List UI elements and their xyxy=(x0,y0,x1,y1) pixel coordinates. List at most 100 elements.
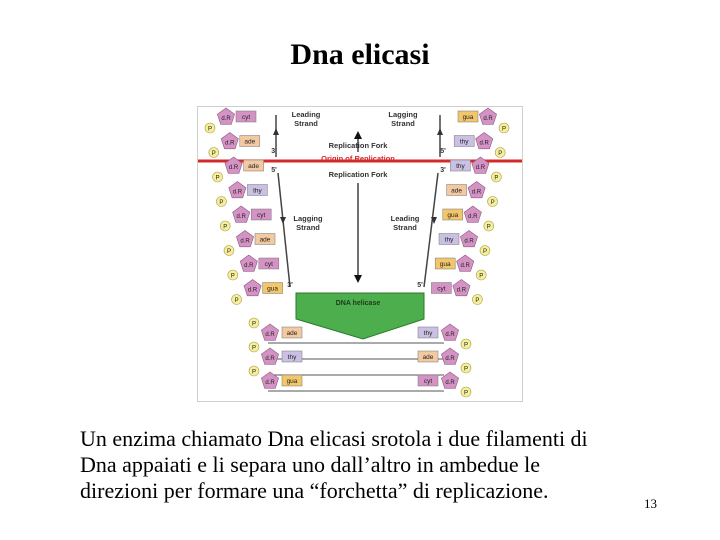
strand-line xyxy=(277,172,291,288)
deoxyribose-icon xyxy=(261,323,279,341)
base-label: thy xyxy=(456,163,465,170)
right-nucleotide: gua d.R P xyxy=(442,205,495,232)
strand-end-label: 3' xyxy=(440,167,446,174)
deoxyribose-icon xyxy=(471,156,490,174)
base-label: ade xyxy=(260,237,271,244)
phosphate-icon xyxy=(475,269,487,281)
base-cyt-icon xyxy=(250,208,272,221)
base-label: ade xyxy=(248,163,259,170)
phosphate-label: P xyxy=(252,370,256,376)
base-label: ade xyxy=(244,139,255,146)
phosphate-icon xyxy=(460,386,472,398)
strand-end-label: 5' xyxy=(417,282,423,289)
phosphate-icon xyxy=(219,220,231,232)
slide-title: Dna elicasi xyxy=(290,38,430,71)
sugar-label: d.R xyxy=(248,288,258,294)
base-cyt-icon xyxy=(258,257,280,270)
deoxyribose-icon xyxy=(460,230,478,248)
sugar-label: d.R xyxy=(265,332,275,338)
phosphate-icon xyxy=(491,171,502,183)
base-ade-icon xyxy=(243,159,264,172)
sugar-label: d.R xyxy=(221,116,231,122)
leading-strand-bottom-label: Strand xyxy=(393,223,417,232)
leading-strand-top-label: Leading xyxy=(292,110,321,119)
base-cyt-icon xyxy=(235,110,257,123)
phosphate-icon xyxy=(223,245,235,256)
origin-of-replication-label: Origin of Replication xyxy=(321,154,395,163)
dna-helicase-enzyme xyxy=(295,292,425,340)
deoxyribose-icon xyxy=(261,371,279,389)
sugar-label: d.R xyxy=(233,190,243,196)
strand-direction-arrow xyxy=(280,217,286,224)
deoxyribose-icon xyxy=(456,254,475,272)
sugar-label: d.R xyxy=(445,332,455,338)
phosphate-icon xyxy=(460,338,472,350)
base-gua-icon xyxy=(281,374,303,387)
base-cyt-icon xyxy=(417,374,439,387)
base-label: gua xyxy=(267,286,278,293)
deoxyribose-icon xyxy=(243,279,262,297)
phosphate-icon xyxy=(212,171,223,183)
replication-fork-top-label: Replication Fork xyxy=(329,141,389,150)
phosphate-icon xyxy=(204,122,216,134)
phosphate-label: P xyxy=(479,274,483,280)
sugar-label: d.R xyxy=(445,380,455,386)
phosphate-label: P xyxy=(494,176,498,182)
dna-helicase-label: DNA helicase xyxy=(336,300,381,307)
phosphate-label: P xyxy=(208,127,212,133)
base-gua-icon xyxy=(434,257,456,270)
phosphate-icon xyxy=(472,294,483,305)
sugar-label: d.R xyxy=(464,239,474,245)
leading-strand-top-label: Strand xyxy=(294,119,318,128)
base-label: cyt xyxy=(257,212,266,219)
deoxyribose-icon xyxy=(475,132,494,150)
base-ade-icon xyxy=(254,233,276,245)
phosphate-icon xyxy=(216,196,227,207)
phosphate-label: P xyxy=(483,249,487,255)
sugar-label: d.R xyxy=(476,165,486,171)
base-thy-icon xyxy=(438,233,460,245)
sugar-label: d.R xyxy=(237,214,247,220)
phosphate-icon xyxy=(494,147,506,158)
base-label: cyt xyxy=(265,261,274,268)
phosphate-label: P xyxy=(502,127,506,133)
fork-arrow-down-head xyxy=(354,275,362,283)
base-thy-icon xyxy=(281,350,303,363)
sugar-label: d.R xyxy=(229,165,239,171)
base-label: cyt xyxy=(437,286,446,293)
sugar-label: d.R xyxy=(468,214,478,220)
deoxyribose-icon xyxy=(261,347,279,365)
phosphate-icon xyxy=(460,362,472,374)
lagging-strand-top-label: Lagging xyxy=(388,110,418,119)
sugar-label: d.R xyxy=(472,190,482,196)
base-label: ade xyxy=(423,354,434,361)
phosphate-label: P xyxy=(464,367,468,373)
phosphate-label: P xyxy=(487,225,491,231)
page-number: 13 xyxy=(644,496,657,511)
base-cyt-icon xyxy=(431,282,452,294)
phosphate-label: P xyxy=(227,249,231,255)
leading-strand-bottom-label: Leading xyxy=(391,214,420,223)
deoxyribose-icon xyxy=(232,205,251,223)
base-label: gua xyxy=(447,212,458,219)
deoxyribose-icon xyxy=(441,323,459,341)
sugar-label: d.R xyxy=(265,356,275,362)
lagging-strand-bottom-label: Lagging xyxy=(293,214,323,223)
phosphate-icon xyxy=(248,317,260,329)
sugar-label: d.R xyxy=(457,288,467,294)
strand-direction-arrow xyxy=(437,128,443,135)
sugar-label: d.R xyxy=(265,380,275,386)
